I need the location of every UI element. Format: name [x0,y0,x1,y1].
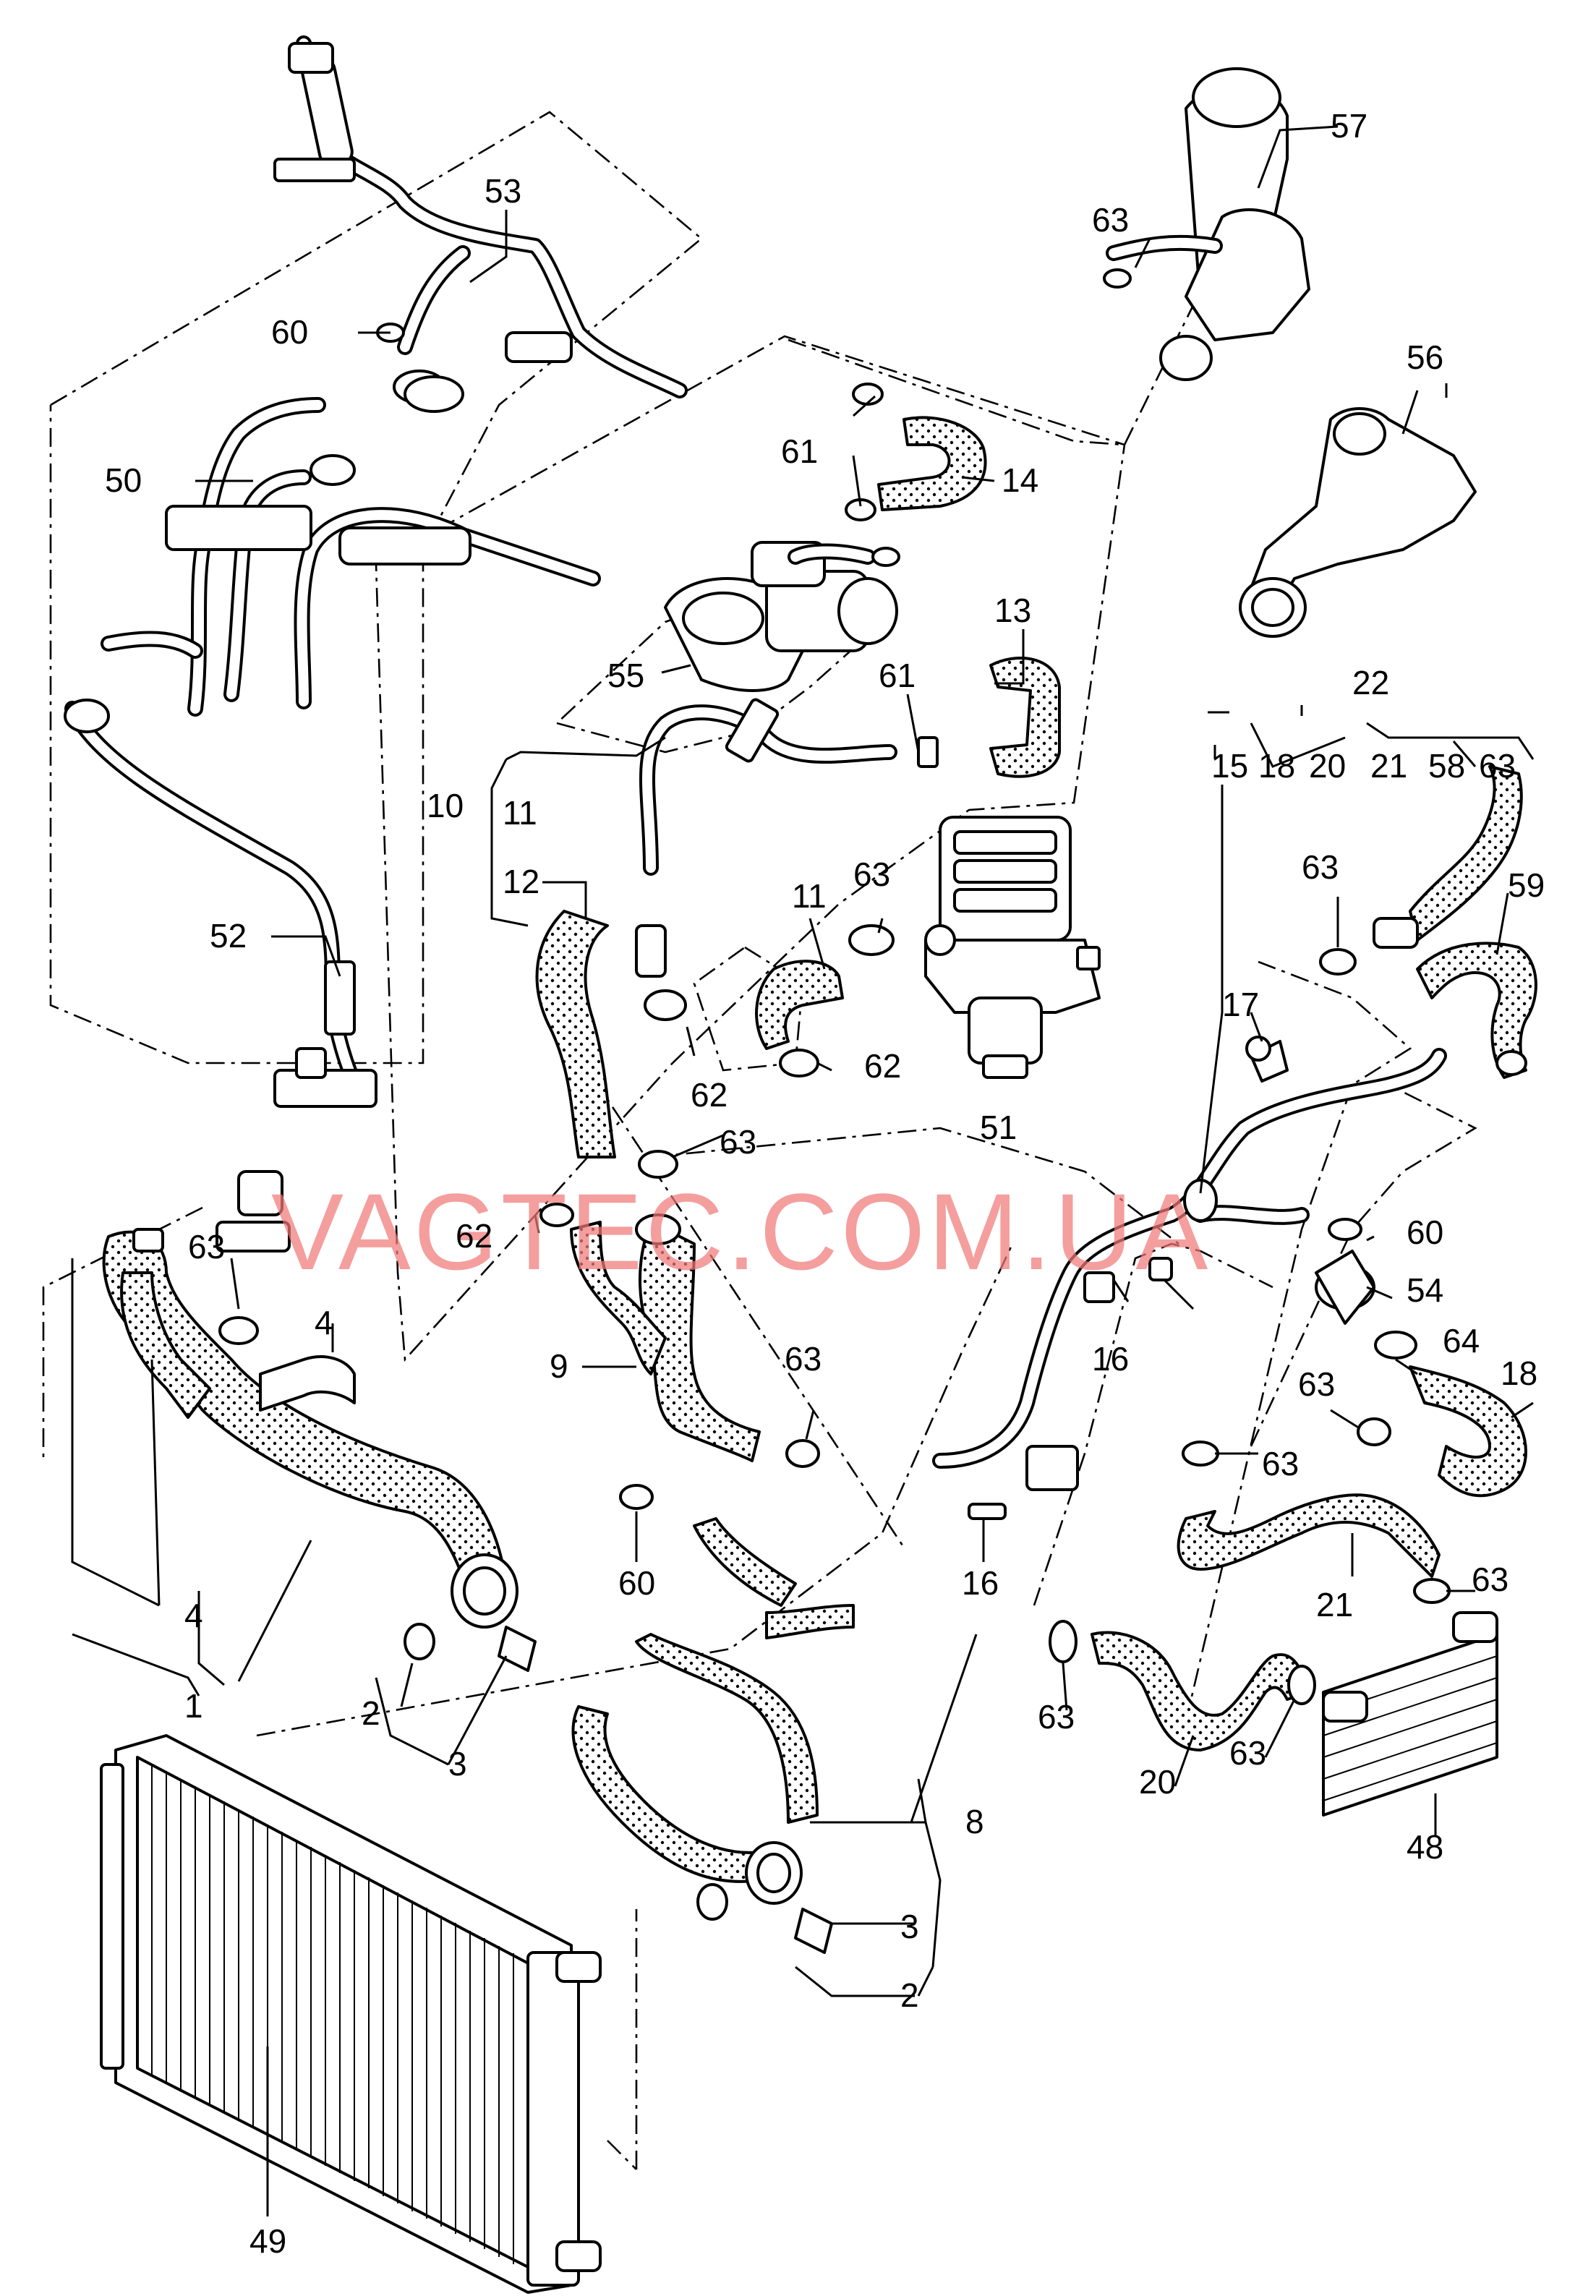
callout-62b: 62 [864,1047,901,1085]
callout-57: 57 [1331,107,1367,145]
watermark: VAGTEC.COM.UA [271,1171,1211,1292]
leader-lines [71,125,1535,2216]
callout-16b: 16 [962,1564,999,1602]
callout-3: 3 [448,1745,467,1783]
coolant-thermostat [1315,1250,1527,1498]
callout-63l: 63 [1229,1734,1266,1772]
egr-hoses [639,416,1061,876]
callout-9: 9 [550,1347,568,1385]
callout-61b: 61 [879,657,916,694]
radiator [100,1734,602,2294]
coolant-pipe-right [932,765,1537,1491]
oil-cooler [1322,1611,1498,1817]
thermostat-housing [1106,67,1477,638]
callout-11b: 11 [792,877,827,915]
callout-63e: 63 [720,1123,756,1161]
callout-4b: 4 [184,1597,203,1634]
callout-14: 14 [1002,461,1038,499]
callout-18b: 18 [1501,1354,1537,1392]
callout-8: 8 [965,1803,984,1840]
callout-63i: 63 [1262,1445,1299,1482]
coolant-pipe-assembly [101,370,601,717]
hose-clamps [218,268,1451,1705]
callout-63c: 63 [853,855,890,893]
callout-2b: 2 [900,1976,919,2014]
callout-11: 11 [503,794,537,832]
coolant-line [273,35,688,413]
callout-62: 62 [691,1076,727,1114]
callout-63d: 63 [1302,848,1339,886]
callout-16: 16 [1092,1340,1129,1378]
callout-48: 48 [1407,1828,1443,1866]
callout-21b: 21 [1316,1586,1353,1623]
callout-64: 64 [1443,1322,1480,1360]
callout-10: 10 [427,787,464,824]
callout-56: 56 [1407,338,1443,376]
callout-3b: 3 [900,1908,919,1945]
coolant-hose-vertical [535,910,761,1462]
callout-21: 21 [1370,747,1407,785]
callout-numbers: 57 63 56 53 60 50 61 14 13 55 61 22 15 1… [105,107,1545,2260]
callout-1: 1 [184,1687,203,1725]
callout-2: 2 [362,1694,380,1732]
callout-58: 58 [1428,747,1465,785]
egr-valve [664,541,898,692]
callout-60c: 60 [618,1564,655,1602]
callout-49: 49 [249,2222,286,2260]
callout-50: 50 [105,461,142,499]
callout-63f: 63 [188,1228,225,1266]
callout-52: 52 [210,917,247,955]
radiator-hose-upper [102,1228,537,1672]
callout-20: 20 [1309,747,1346,785]
callout-17: 17 [1222,986,1259,1023]
callout-15: 15 [1211,747,1248,785]
callout-62c: 62 [456,1217,492,1255]
callout-4: 4 [315,1304,333,1341]
callout-12: 12 [503,863,539,900]
oil-filter-housing [755,816,1101,1079]
callout-63j: 63 [1472,1561,1508,1598]
callout-60b: 60 [1407,1213,1443,1251]
callout-63g: 63 [785,1340,822,1378]
coolant-pipe [64,699,377,1252]
callout-54: 54 [1407,1271,1443,1309]
callout-63: 63 [1092,201,1129,239]
callout-51: 51 [980,1109,1017,1146]
callout-61: 61 [781,432,818,470]
oil-cooler-hose [1177,1493,1441,1578]
callout-18: 18 [1258,747,1295,785]
callout-59: 59 [1508,866,1545,904]
callout-60: 60 [271,313,308,351]
callout-63b: 63 [1479,747,1516,785]
oil-cooler-return-hose [1091,1631,1310,1751]
callout-55: 55 [607,657,644,694]
callout-13: 13 [994,592,1031,629]
callout-63h: 63 [1298,1365,1335,1403]
radiator-hose-lower [571,1517,855,1954]
callout-20b: 20 [1139,1763,1176,1801]
callout-22: 22 [1352,664,1389,701]
callout-63k: 63 [1038,1698,1075,1736]
hose-clip [259,1355,356,1412]
callout-53: 53 [485,172,521,210]
